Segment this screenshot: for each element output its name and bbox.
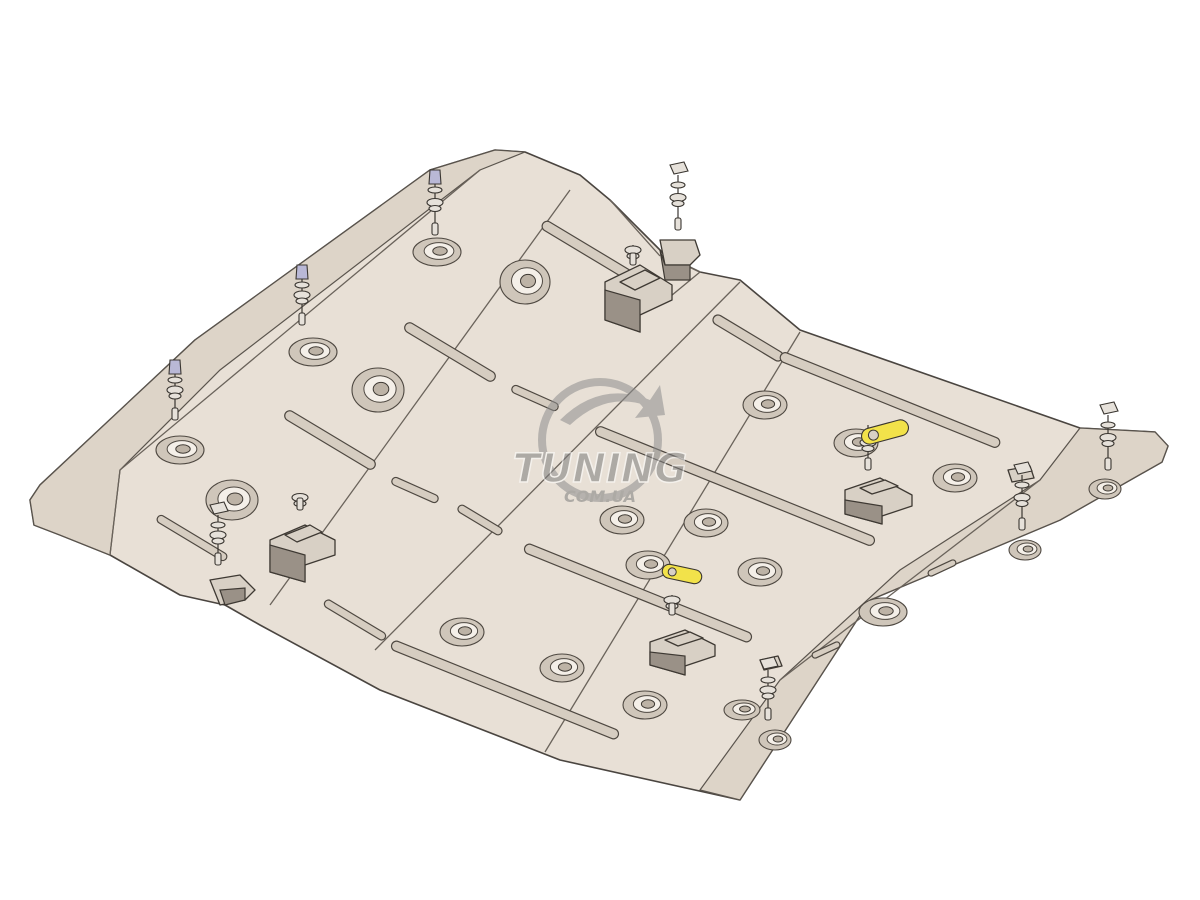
watermark-brand: TUNING [513, 446, 687, 492]
dimple-hole [622, 690, 668, 720]
bolt-washer-icon [669, 161, 689, 231]
dimple-hole [351, 367, 405, 413]
dimple-hole [1088, 478, 1122, 500]
bolt-washer-icon [624, 245, 642, 266]
bolt-washer-icon [663, 595, 681, 616]
brackets [209, 239, 1035, 676]
rib [404, 322, 496, 382]
rib [927, 559, 957, 577]
rib [779, 352, 1001, 448]
dimple-hole [288, 337, 338, 367]
fold-line-3 [374, 281, 741, 651]
watermark-ring [538, 378, 662, 502]
dimple-hole [499, 259, 551, 305]
mounting-bracket [649, 629, 716, 676]
mounting-bracket [269, 524, 336, 583]
rib [811, 641, 841, 659]
watermark-arrow-icon [560, 385, 665, 425]
right-flange [698, 427, 1169, 801]
bolt-washer-icon [209, 501, 229, 566]
dimple-hole [723, 699, 761, 721]
dimple-hole [742, 390, 788, 420]
fold-line-6 [779, 479, 1041, 681]
fold-line-5 [109, 469, 121, 556]
dimple-hole [858, 597, 908, 627]
mounting-bracket [659, 239, 701, 281]
dimple-hole [1008, 539, 1042, 561]
bolt-washer-icon [426, 169, 444, 236]
rib [284, 410, 376, 470]
rib [323, 599, 387, 641]
bolt-washer-icon [166, 359, 184, 421]
mounting-bracket [844, 477, 913, 525]
bolt-washer-icon [759, 656, 779, 721]
bolt-washer-icon [1013, 461, 1033, 531]
bolt-washer-icon [1099, 401, 1119, 471]
bolt-washer-icon [291, 492, 309, 511]
dimple-hole [599, 505, 645, 535]
dimple-hole [737, 557, 783, 587]
rib [156, 514, 228, 562]
rib [457, 504, 503, 536]
dimple-hole [155, 435, 205, 465]
rib [523, 543, 753, 643]
dimple-hole [412, 237, 462, 267]
dimple-hole [439, 617, 485, 647]
fold-line-7 [609, 199, 661, 257]
yellow-clip-icon [661, 563, 703, 585]
dimple-hole [683, 508, 729, 538]
ribs [156, 220, 1001, 740]
bolt-washer-icon [293, 264, 311, 326]
dimple-hole [758, 729, 792, 751]
mounting-bracket [209, 574, 256, 606]
dimples [155, 237, 1122, 751]
mounting-bracket [604, 264, 673, 333]
rib [390, 640, 620, 740]
rib [391, 476, 439, 504]
clips [661, 419, 910, 585]
rib [594, 426, 876, 546]
dimple-hole [932, 463, 978, 493]
rib [511, 384, 559, 412]
fasteners [166, 161, 1119, 721]
watermark: TUNING COM.UA [512, 378, 688, 506]
dimple-hole [539, 653, 585, 683]
yellow-clip-icon [860, 419, 910, 445]
dimple-hole [625, 550, 671, 580]
watermark-domain: COM.UA [564, 487, 636, 506]
